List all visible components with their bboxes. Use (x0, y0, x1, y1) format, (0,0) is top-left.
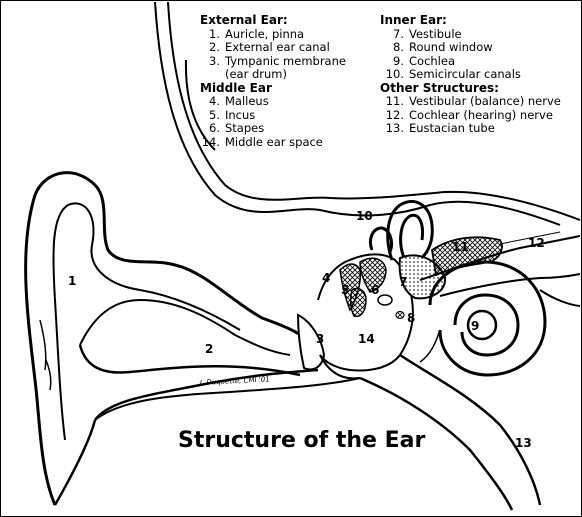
external-ear-canal (55, 345, 318, 505)
label-2: 2 (205, 342, 213, 356)
legend-item: 2.External ear canal (200, 41, 346, 55)
legend-item: 4.Malleus (200, 95, 346, 109)
legend-item: 12.Cochlear (hearing) nerve (380, 109, 561, 123)
legend-item: (ear drum) (200, 68, 346, 82)
legend-item: 9.Cochlea (380, 55, 561, 69)
auricle-pinna (26, 173, 310, 505)
legend-inner-heading: Inner Ear: (380, 14, 561, 28)
semicircular-canals (370, 202, 432, 262)
label-11: 11 (452, 240, 469, 254)
label-8: 8 (407, 311, 415, 325)
stapes (351, 288, 366, 316)
legend-item: 10.Semicircular canals (380, 68, 561, 82)
legend-middle-heading: Middle Ear (200, 82, 346, 96)
legend-item: 11.Vestibular (balance) nerve (380, 95, 561, 109)
cochlea (420, 262, 545, 375)
label-5: 5 (341, 283, 349, 297)
label-12: 12 (528, 236, 545, 250)
legend-item: 13.Eustacian tube (380, 122, 561, 136)
legend-external-heading: External Ear: (200, 14, 346, 28)
label-13: 13 (515, 436, 532, 450)
diagram-title: Structure of the Ear (178, 428, 425, 453)
legend-item: 6.Stapes (200, 122, 346, 136)
legend-item: 8.Round window (380, 41, 561, 55)
legend-item: 14.Middle ear space (200, 136, 346, 150)
label-14: 14 (358, 332, 375, 346)
label-7: 7 (399, 275, 407, 289)
legend-item: 5.Incus (200, 109, 346, 123)
label-10: 10 (356, 209, 373, 223)
legend-item: 1.Auricle, pinna (200, 28, 346, 42)
legend-left: External Ear: 1.Auricle, pinna 2.Externa… (200, 14, 346, 149)
label-3: 3 (316, 332, 324, 346)
label-9: 9 (471, 319, 479, 333)
label-4: 4 (322, 271, 330, 285)
artist-signature: J. Duquette, CMI '01 (198, 375, 270, 387)
legend-right: Inner Ear: 7.Vestibule 8.Round window 9.… (380, 14, 561, 136)
label-6: 6 (371, 283, 379, 297)
legend-other-heading: Other Structures: (380, 82, 561, 96)
label-1: 1 (68, 274, 76, 288)
stapes-footplate (378, 295, 392, 305)
legend-item: 7.Vestibule (380, 28, 561, 42)
round-window (396, 312, 404, 319)
legend-item: 3.Tympanic membrane (200, 55, 346, 69)
